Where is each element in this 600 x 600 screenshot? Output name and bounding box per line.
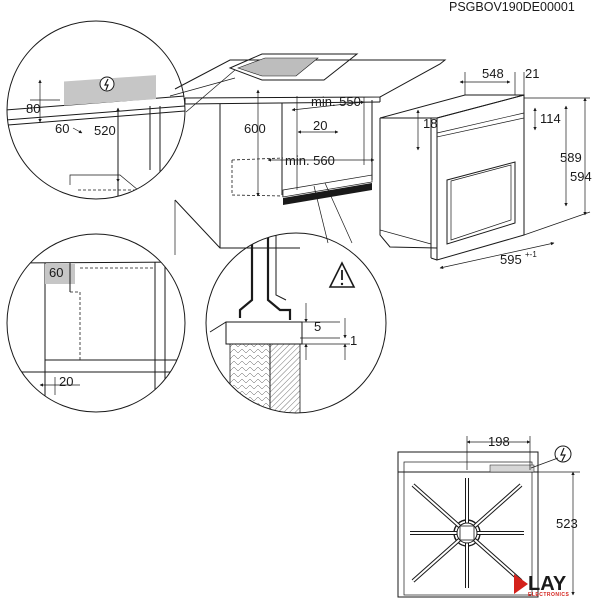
cabinet-drawing: 600 min. 550 20 min. 560: [169, 53, 447, 255]
oven-drawing: 548 21 114 18 589 594 595 +-1: [379, 66, 592, 270]
dim-oven-depth: 548: [482, 66, 504, 81]
dim-door-depth: 21: [525, 66, 539, 81]
power-outlet-icon: [99, 76, 115, 92]
dim-cable-height: 523: [556, 516, 578, 531]
dim-top-offset: 114: [540, 111, 561, 126]
power-outlet-icon: [554, 445, 572, 463]
dim-vent-bottom: 520: [94, 123, 116, 138]
dim-niche-height: 600: [244, 121, 266, 136]
dim-side-gap: 20: [59, 374, 73, 389]
dim-front-height: 589: [560, 150, 582, 165]
dim-gap-step: 5: [314, 319, 321, 334]
dim-panel-offset: 18: [423, 116, 437, 131]
dim-side-vent: 60: [49, 265, 63, 280]
warning-triangle-icon: [328, 261, 356, 288]
detail-side-circle: 60 20: [6, 233, 186, 413]
document-code: PSGBOV190DE00001: [449, 0, 575, 14]
detail-vent-circle: 80 60 520: [6, 20, 186, 200]
dim-cable-offset: 198: [488, 434, 510, 449]
dim-rear-gap: 20: [313, 118, 327, 133]
dim-niche-width: min. 560: [285, 153, 335, 168]
brand-logo: LAY ELECTRONICS: [514, 573, 570, 598]
brand-logo-subtext: ELECTRONICS: [528, 592, 570, 598]
dim-gap-small: 1: [350, 333, 357, 348]
detail-gap-circle: 5 1: [205, 232, 387, 414]
dim-total-height: 594: [570, 169, 592, 184]
dim-oven-width-tolerance: +-1: [525, 250, 537, 259]
dim-niche-depth: min. 550: [311, 94, 361, 109]
dim-vent-height: 80: [26, 101, 40, 116]
dim-vent-gap: 60: [55, 121, 69, 136]
brand-logo-text: LAY: [528, 573, 567, 595]
rear-view-drawing: 198 523: [397, 434, 580, 598]
dim-oven-width: 595: [500, 252, 522, 267]
